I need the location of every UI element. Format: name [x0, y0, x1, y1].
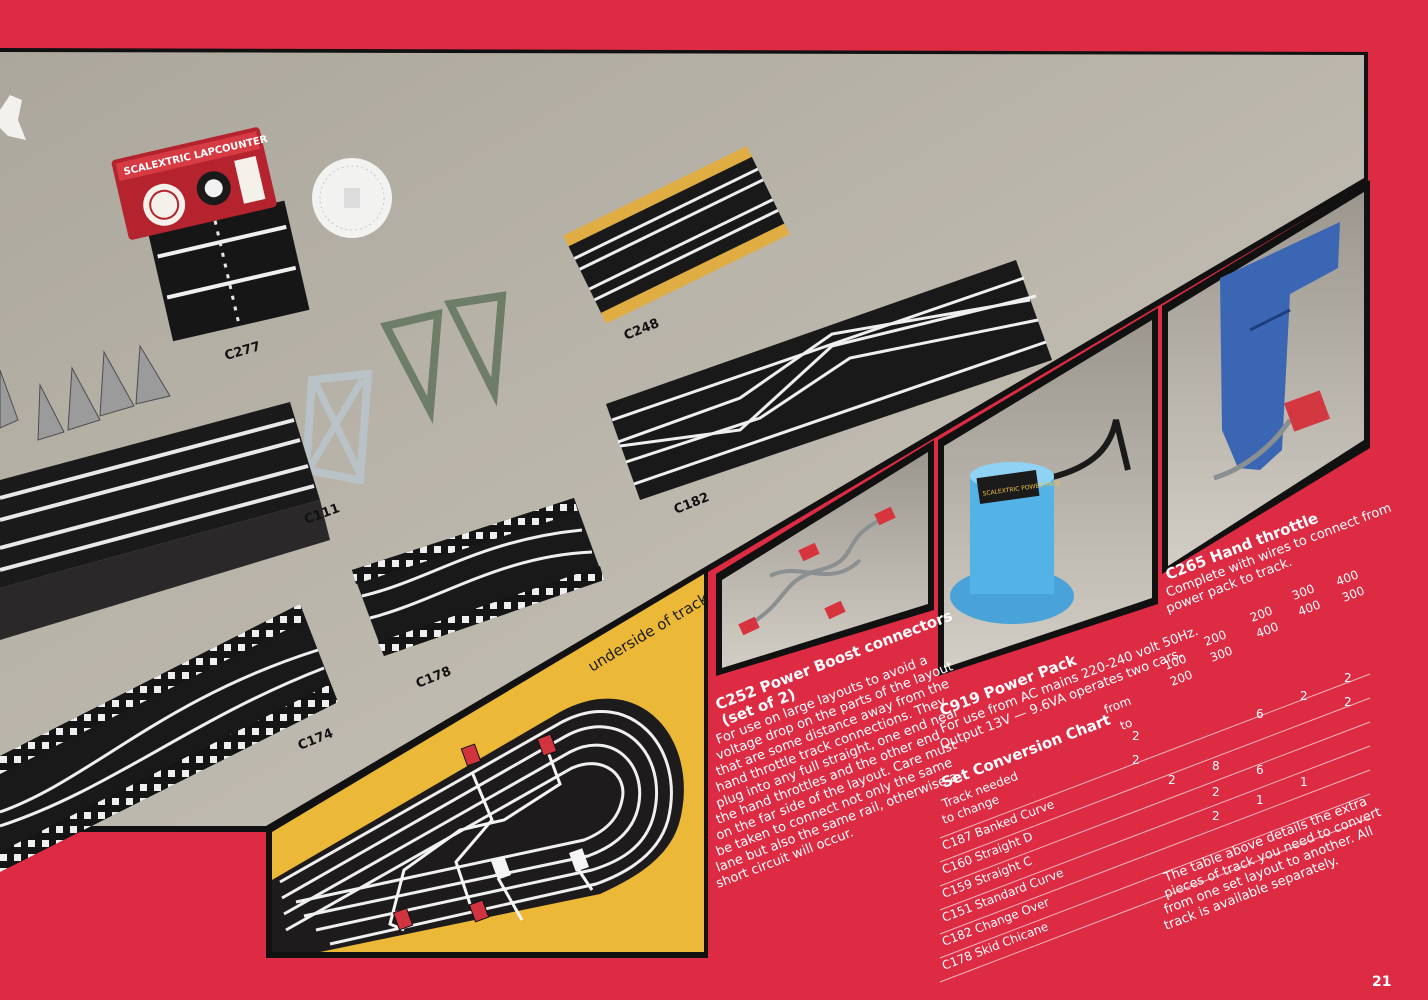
underside-of-track-panel: underside of track [266, 566, 712, 958]
chart-cell: 6 [1256, 707, 1264, 721]
chart-cell: 8 [1212, 759, 1220, 773]
chart-cell: 1 [1300, 775, 1308, 789]
chart-cell: 2 [1344, 695, 1352, 709]
chart-cell: 2 [1344, 671, 1352, 685]
chart-cell: 2 [1132, 729, 1140, 743]
chart-cell: 2 [1300, 689, 1308, 703]
chart-cell: 2 [1168, 773, 1176, 787]
power-pack-photo: SCALEXTRIC POWER PACK [938, 308, 1158, 676]
banked-curve-piece [563, 146, 790, 324]
partial-accessory [0, 95, 26, 140]
track-border-pieces [0, 344, 171, 441]
straight-track-piece [0, 402, 330, 640]
power-boost-photo [716, 440, 934, 676]
chart-cell: 2 [1212, 809, 1220, 823]
change-over-track-piece [606, 260, 1052, 500]
lap-dial-disc [312, 158, 392, 238]
chart-cell: 2 [1132, 753, 1140, 767]
chicane-track-piece [0, 604, 338, 872]
product-photo-track-pieces: SCALEXTRIC LAPCOUNTER [0, 48, 1368, 872]
chart-cell: 2 [1212, 785, 1220, 799]
chart-cell: 1 [1256, 793, 1264, 807]
chart-cell: 6 [1256, 763, 1264, 777]
track-support-pieces [301, 291, 507, 485]
hand-throttle-photo [1162, 180, 1370, 574]
page-number: 21 [1372, 974, 1391, 990]
chart-to-label: to [1118, 715, 1134, 732]
skid-chicane-track-piece [352, 498, 604, 656]
